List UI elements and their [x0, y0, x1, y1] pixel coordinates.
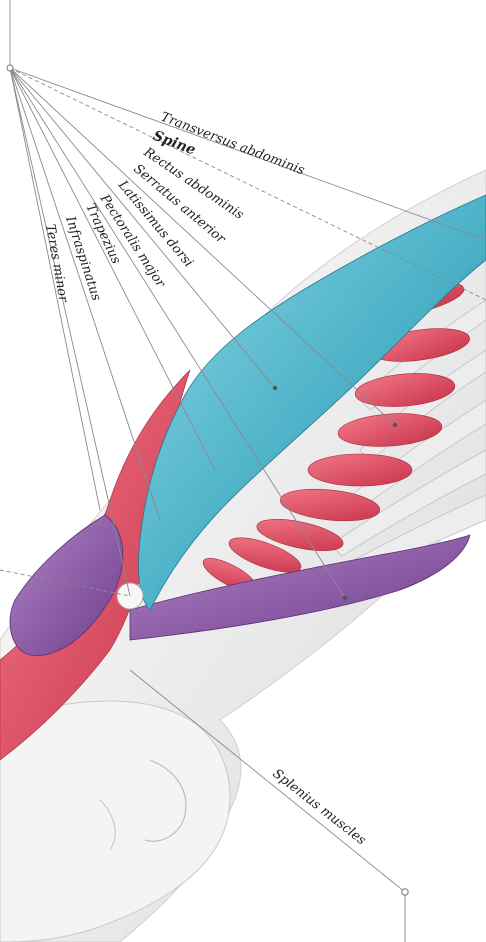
- label-teres-minor: Teres minor: [42, 223, 71, 304]
- label-splenius-muscles: Splenius muscles: [270, 766, 369, 848]
- head: [0, 701, 230, 942]
